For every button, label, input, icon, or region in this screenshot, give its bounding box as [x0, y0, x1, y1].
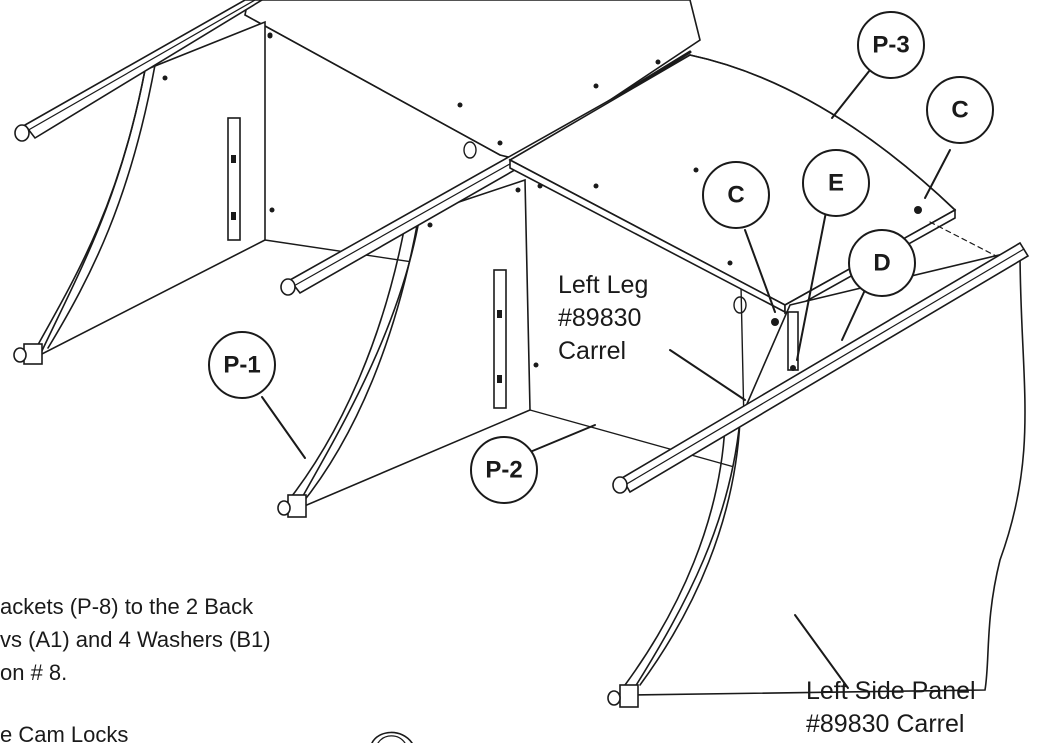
instruction-line-4: e Cam Locks	[0, 722, 128, 743]
callout-p2-label: P-2	[485, 457, 522, 484]
callout-p3: P-3	[857, 11, 925, 79]
left-side-panel-label-line-1: Left Side Panel	[806, 677, 976, 705]
left-side-panel-label: Left Side Panel #89830 Carrel	[806, 677, 976, 738]
left-leg-label: Left Leg #89830 Carrel	[558, 271, 648, 365]
top-rail-1	[14, 0, 264, 142]
callout-e: E	[802, 149, 870, 217]
instruction-text: ackets (P-8) to the 2 Back vs (A1) and 4…	[0, 594, 271, 743]
callout-c-left: C	[702, 161, 770, 229]
callout-d: D	[848, 229, 916, 297]
callout-p2: P-2	[470, 436, 538, 504]
leader-lines	[261, 69, 951, 689]
callout-e-label: E	[828, 170, 844, 197]
callout-d-label: D	[873, 250, 890, 277]
callout-c-right: C	[926, 76, 994, 144]
left-leg-label-line-1: Left Leg	[558, 271, 648, 299]
instruction-line-1: ackets (P-8) to the 2 Back	[0, 594, 254, 619]
callout-c-left-label: C	[727, 182, 744, 209]
instruction-line-3: on # 8.	[0, 660, 67, 685]
left-side-panel-p1	[13, 20, 501, 365]
left-side-panel-label-line-2: #89830 Carrel	[806, 710, 964, 738]
left-side-panel-89830	[607, 248, 1026, 708]
left-leg-label-line-3: Carrel	[558, 337, 626, 365]
callout-p1: P-1	[208, 331, 276, 399]
instruction-line-2: vs (A1) and 4 Washers (B1)	[0, 627, 271, 652]
callout-p1-label: P-1	[223, 352, 260, 379]
left-leg-label-line-2: #89830	[558, 304, 641, 332]
top-rail-3	[612, 241, 1030, 494]
callout-p3-label: P-3	[872, 32, 909, 59]
cam-lock-icon	[371, 731, 413, 743]
callout-c-right-label: C	[951, 97, 968, 124]
